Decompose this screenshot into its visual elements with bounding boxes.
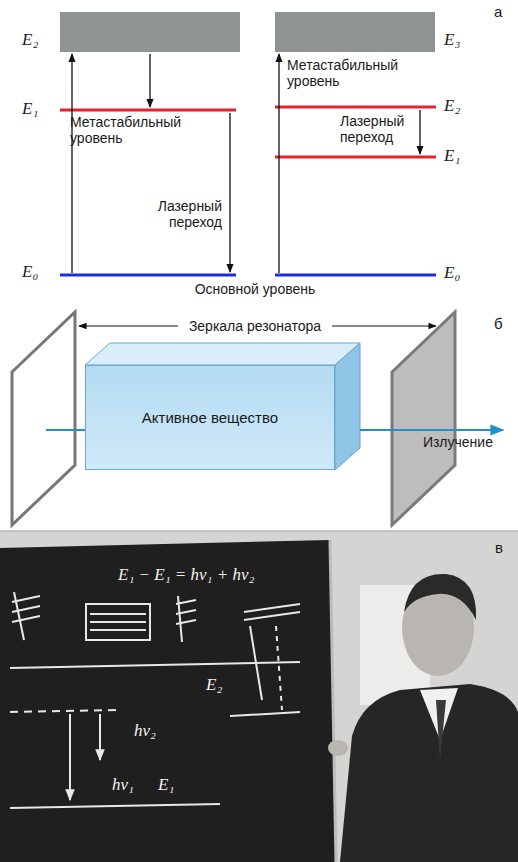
lower-laser-level (275, 156, 436, 159)
person-hair (404, 574, 476, 620)
ground-level (275, 274, 436, 277)
energy-band (275, 12, 435, 52)
level-name: E₀ (22, 263, 38, 281)
chalk-line (12, 616, 40, 622)
metastable-level (60, 109, 236, 112)
chalk-line (276, 626, 282, 710)
chalk-line (230, 712, 300, 716)
laser-arrow (229, 113, 230, 272)
leader-arrow (79, 325, 178, 326)
chalk-line (10, 710, 120, 712)
chalk-formula: E₁ − E₁ = hν₁ + hν₂ (118, 566, 254, 584)
chalk-rectangle (86, 604, 150, 640)
right-mirror (392, 312, 455, 525)
chalk-sketch (10, 592, 300, 808)
level-name: E₂ (22, 31, 38, 49)
chalk-text: E₁ (158, 776, 174, 794)
chalk-line (14, 592, 24, 640)
laser-beam (360, 429, 503, 431)
chalk-arrow (69, 714, 71, 800)
chalk-line (90, 621, 146, 623)
chalk-line (90, 629, 146, 631)
metastable-level (275, 106, 436, 109)
relaxation-arrow (149, 54, 150, 107)
chalk-line (10, 804, 220, 808)
transition-caption: Лазерный переход (340, 113, 414, 145)
laser-beam (46, 429, 86, 431)
ground-level (60, 274, 236, 277)
chalk-text: hν₂ (134, 722, 156, 740)
level-name: E₂ (444, 97, 460, 115)
photo-border (0, 531, 518, 532)
leader-arrow (332, 325, 436, 326)
chalk-text: hν₁ (112, 776, 134, 794)
pump-arrow (278, 54, 279, 273)
chalk-line (178, 596, 182, 642)
chalk-line (176, 620, 196, 624)
pump-arrow (71, 54, 72, 273)
chalk-line (90, 613, 146, 615)
chalk-text: E₂ (206, 676, 222, 694)
chalk-line (244, 604, 300, 612)
level-caption: Метастабильный уровень (287, 57, 417, 89)
tie (436, 700, 446, 760)
panel-letter: а (494, 4, 502, 20)
mirror-caption: Зеркала резонатора (189, 318, 321, 334)
laser-arrow (419, 110, 420, 154)
box-top-face (85, 343, 360, 365)
blackboard-frame (330, 540, 336, 862)
blackboard (0, 540, 336, 862)
box-side-face (335, 343, 360, 470)
level-name: E₃ (444, 31, 460, 49)
photo-background (0, 531, 518, 862)
person-hand (328, 740, 348, 756)
level-name: E₀ (444, 264, 460, 282)
box-label: Активное вещество (142, 409, 278, 426)
energy-band (60, 12, 240, 52)
output-caption: Излучение (423, 434, 493, 450)
transition-caption: Лазерный переход (122, 198, 222, 230)
level-caption: Основной уровень (195, 281, 316, 297)
active-medium-box: Активное вещество (85, 365, 335, 470)
level-name: E₁ (444, 147, 460, 165)
person-suit (340, 684, 518, 862)
chalk-arrow (99, 714, 101, 760)
chalk-line (250, 626, 262, 700)
panel-letter: б (494, 316, 503, 332)
level-name: E₁ (22, 100, 38, 118)
panel-letter: в (495, 540, 503, 556)
chalk-line (244, 612, 300, 620)
left-mirror (12, 312, 75, 525)
level-caption: Метастабильный уровень (70, 114, 200, 146)
